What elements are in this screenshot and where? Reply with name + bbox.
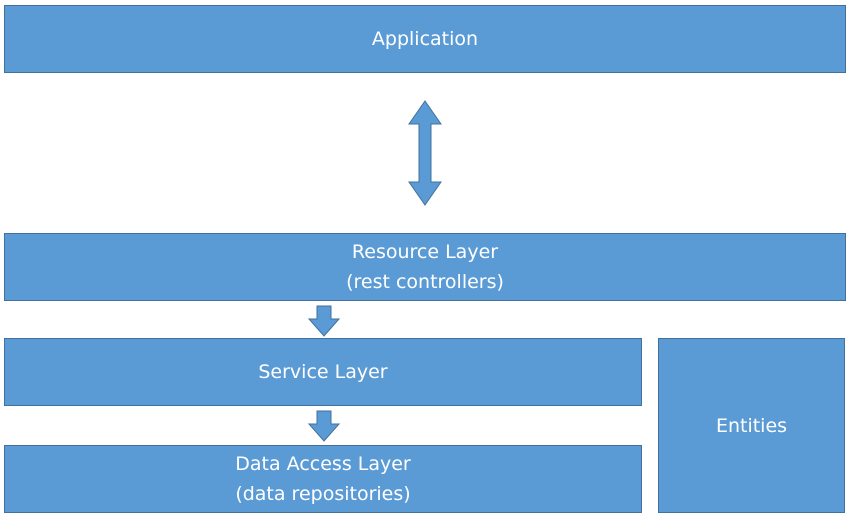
down-arrow-resource-to-service xyxy=(307,305,341,337)
entities-box: Entities xyxy=(658,338,845,513)
bidirectional-arrow xyxy=(408,100,442,206)
service-layer-box: Service Layer xyxy=(4,338,642,406)
down-arrow-service-to-dal xyxy=(307,410,341,442)
application-box: Application xyxy=(4,5,846,73)
data-access-layer-label: Data Access Layer xyxy=(235,453,411,475)
resource-layer-label: Resource Layer xyxy=(351,241,499,263)
service-layer-label: Service Layer xyxy=(258,361,388,383)
application-label: Application xyxy=(371,28,479,50)
data-access-layer-box: Data Access Layer (data repositories) xyxy=(4,445,642,513)
resource-layer-box: Resource Layer (rest controllers) xyxy=(4,233,846,301)
data-access-layer-sublabel: (data repositories) xyxy=(235,483,411,505)
entities-label: Entities xyxy=(715,414,788,437)
resource-layer-sublabel: (rest controllers) xyxy=(346,271,504,293)
